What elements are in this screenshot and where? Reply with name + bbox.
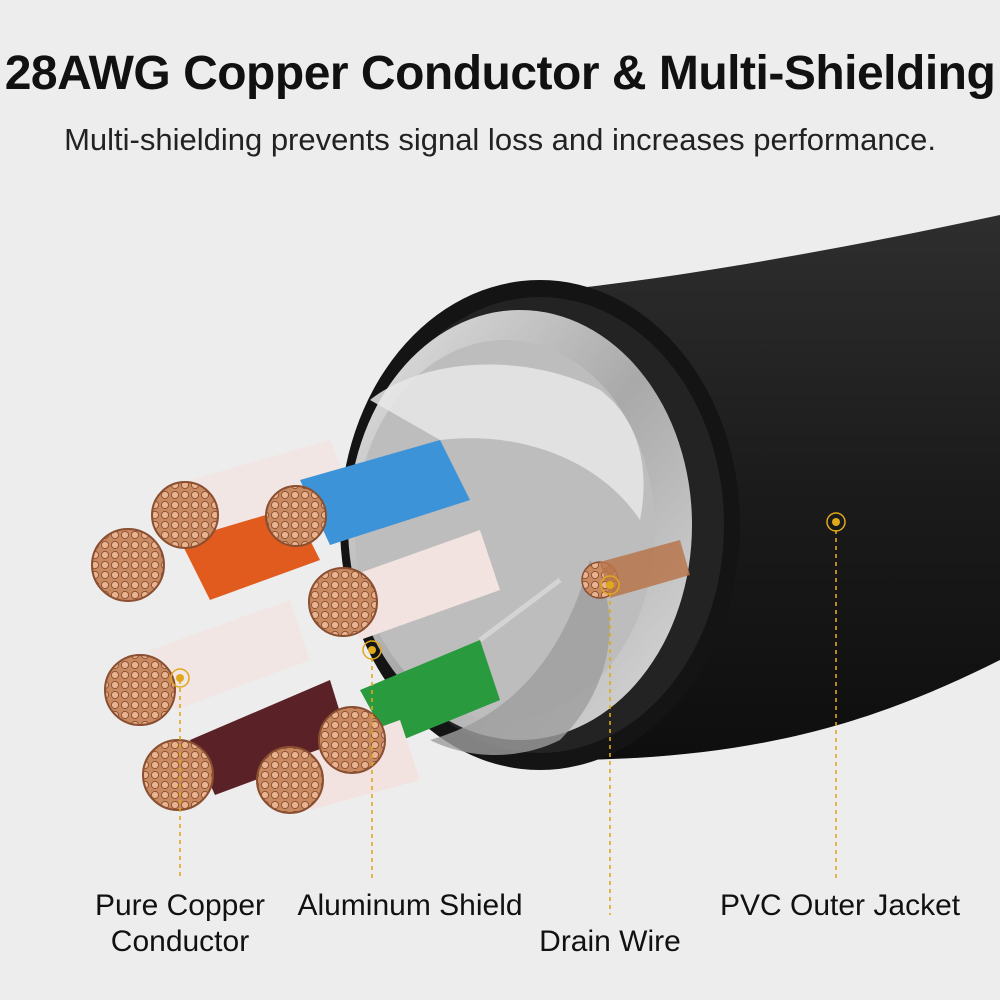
callout-dots — [170, 512, 846, 688]
label-pvc-outer-jacket: PVC Outer Jacket — [720, 889, 961, 922]
copper-conductors — [91, 481, 386, 814]
aluminum-shield-foil — [348, 310, 692, 755]
page-title: 28AWG Copper Conductor & Multi-Shielding — [4, 47, 996, 100]
page-subtitle: Multi-shielding prevents signal loss and… — [64, 122, 936, 157]
label-pure-copper-conductor: Pure Copper Conductor — [80, 888, 280, 960]
label-copper-line2: Conductor — [110, 925, 250, 958]
label-copper-line1: Pure Copper — [94, 889, 266, 922]
label-aluminum-shield: Aluminum Shield — [297, 889, 523, 922]
twisted-pairs — [150, 440, 500, 810]
label-drain-wire: Drain Wire — [539, 925, 681, 958]
callout-leaders — [179, 522, 837, 915]
drain-wire — [478, 540, 690, 642]
